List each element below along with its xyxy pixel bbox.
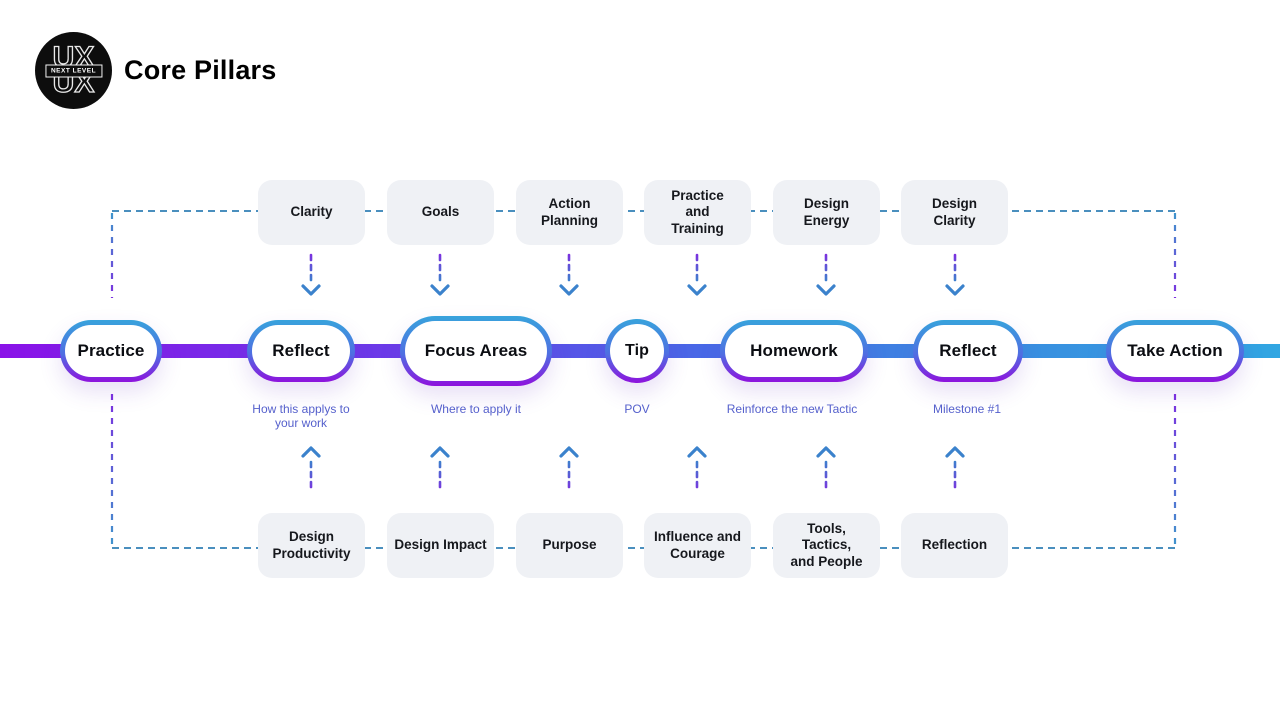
down-arrow <box>430 253 450 296</box>
bottom-box-reflection: Reflection <box>901 513 1008 578</box>
top-box-goals: Goals <box>387 180 494 245</box>
node-label: Focus Areas <box>405 321 547 381</box>
up-arrow <box>559 446 579 492</box>
up-arrow <box>301 446 321 492</box>
down-arrow <box>945 253 965 296</box>
note-focus-areas: Where to apply it <box>430 402 522 416</box>
node-focus-areas: Focus Areas <box>400 316 552 386</box>
node-reflect-1: Reflect <box>247 320 355 382</box>
bottom-rail <box>110 394 1177 549</box>
node-practice: Practice <box>60 320 162 382</box>
node-tip: Tip <box>605 319 669 383</box>
node-label: Homework <box>725 325 863 377</box>
note-tip: POV <box>624 402 650 416</box>
top-box-design-energy: Design Energy <box>773 180 880 245</box>
bottom-box-tools-tactics: Tools, Tactics, and People <box>773 513 880 578</box>
down-arrow <box>687 253 707 296</box>
bottom-box-design-impact: Design Impact <box>387 513 494 578</box>
bottom-box-influence-courage: Influence and Courage <box>644 513 751 578</box>
node-label: Take Action <box>1111 325 1239 377</box>
up-arrow <box>687 446 707 492</box>
top-rail <box>110 210 1177 298</box>
top-box-design-clarity: Design Clarity <box>901 180 1008 245</box>
down-arrow <box>559 253 579 296</box>
node-take-action: Take Action <box>1106 320 1244 382</box>
logo-banner: NEXT LEVEL <box>44 64 103 77</box>
top-box-clarity: Clarity <box>258 180 365 245</box>
up-arrows <box>301 446 965 492</box>
up-arrow <box>816 446 836 492</box>
node-label: Reflect <box>918 325 1018 377</box>
node-homework: Homework <box>720 320 868 382</box>
down-arrow <box>301 253 321 296</box>
bottom-box-design-productivity: Design Productivity <box>258 513 365 578</box>
bottom-box-purpose: Purpose <box>516 513 623 578</box>
node-label: Reflect <box>252 325 350 377</box>
page-title: Core Pillars <box>124 55 277 85</box>
note-reflect-1: How this applys to your work <box>252 402 350 431</box>
down-arrows <box>301 253 965 296</box>
up-arrow <box>945 446 965 492</box>
node-label: Tip <box>610 324 664 378</box>
top-box-practice-training: Practice and Training <box>644 180 751 245</box>
note-homework: Reinforce the new Tactic <box>726 402 858 416</box>
note-reflect-2: Milestone #1 <box>932 402 1002 416</box>
down-arrow <box>816 253 836 296</box>
nextlevel-ux-logo: UX UX NEXT LEVEL <box>35 32 112 109</box>
node-reflect-2: Reflect <box>913 320 1023 382</box>
up-arrow <box>430 446 450 492</box>
top-box-action-planning: Action Planning <box>516 180 623 245</box>
node-label: Practice <box>65 325 157 377</box>
